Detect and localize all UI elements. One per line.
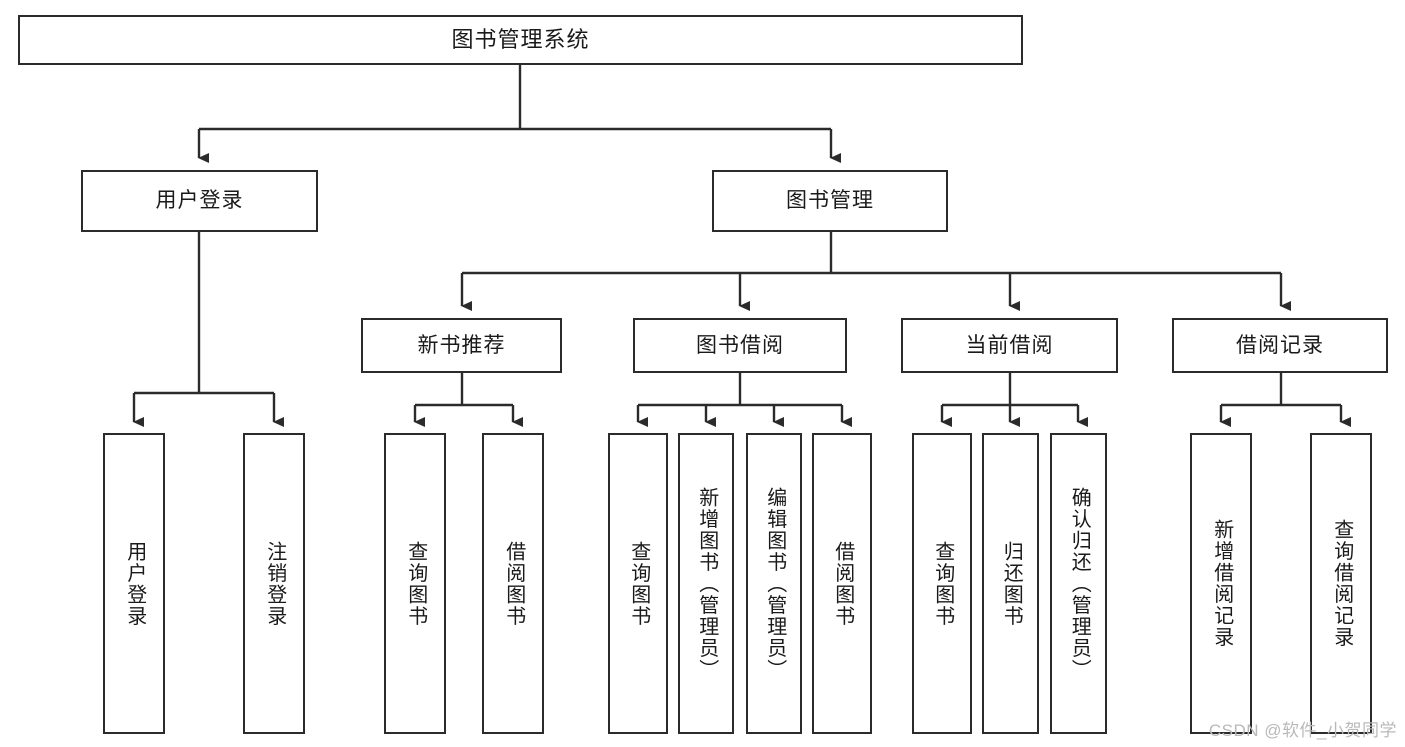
leaf-user-login-logout[interactable]: 注销登录	[243, 433, 305, 734]
node-book-borrow[interactable]: 图书借阅	[633, 318, 847, 373]
leaf-label: 查询图书	[627, 540, 650, 627]
leaf-label: 查询图书	[931, 540, 954, 627]
node-new-book-recommend[interactable]: 新书推荐	[361, 318, 562, 373]
leaf-current-query-book[interactable]: 查询图书	[912, 433, 972, 734]
node-user-login[interactable]: 用户登录	[81, 170, 318, 232]
leaf-label: 归还图书	[1000, 540, 1023, 627]
leaf-label: 新增借阅记录	[1210, 519, 1233, 648]
leaf-current-return-book[interactable]: 归还图书	[982, 433, 1039, 734]
leaf-label: 查询图书	[404, 540, 427, 627]
leaf-label: 编辑图书（管理员）	[763, 486, 786, 681]
node-borrow-record[interactable]: 借阅记录	[1172, 318, 1388, 373]
leaf-label: 借阅图书	[502, 540, 525, 627]
leaf-record-add-record[interactable]: 新增借阅记录	[1190, 433, 1252, 734]
leaf-current-confirm-return[interactable]: 确认归还（管理员）	[1050, 433, 1107, 734]
node-user-login-label: 用户登录	[155, 189, 244, 213]
leaf-label: 借阅图书	[831, 540, 854, 627]
leaf-label: 用户登录	[123, 540, 146, 627]
node-current-borrow-label: 当前借阅	[965, 333, 1054, 357]
leaf-label: 注销登录	[263, 540, 286, 627]
leaf-user-login-login[interactable]: 用户登录	[103, 433, 165, 734]
leaf-borrow-borrow-book[interactable]: 借阅图书	[812, 433, 872, 734]
leaf-label: 确认归还（管理员）	[1068, 486, 1091, 681]
leaf-new-book-query[interactable]: 查询图书	[384, 433, 446, 734]
node-book-management[interactable]: 图书管理	[712, 170, 948, 232]
leaf-label: 新增图书（管理员）	[695, 486, 718, 681]
node-book-management-label: 图书管理	[786, 189, 874, 213]
leaf-new-book-borrow[interactable]: 借阅图书	[482, 433, 544, 734]
leaf-borrow-edit-book[interactable]: 编辑图书（管理员）	[746, 433, 802, 734]
node-new-book-recommend-label: 新书推荐	[417, 333, 506, 357]
leaf-borrow-add-book[interactable]: 新增图书（管理员）	[678, 433, 734, 734]
leaf-label: 查询借阅记录	[1330, 519, 1353, 648]
leaf-borrow-query-book[interactable]: 查询图书	[608, 433, 668, 734]
node-root-label: 图书管理系统	[451, 26, 590, 52]
node-borrow-record-label: 借阅记录	[1236, 333, 1324, 357]
node-root[interactable]: 图书管理系统	[18, 15, 1023, 65]
node-current-borrow[interactable]: 当前借阅	[901, 318, 1118, 373]
node-book-borrow-label: 图书借阅	[696, 333, 784, 357]
leaf-record-query-record[interactable]: 查询借阅记录	[1310, 433, 1372, 734]
